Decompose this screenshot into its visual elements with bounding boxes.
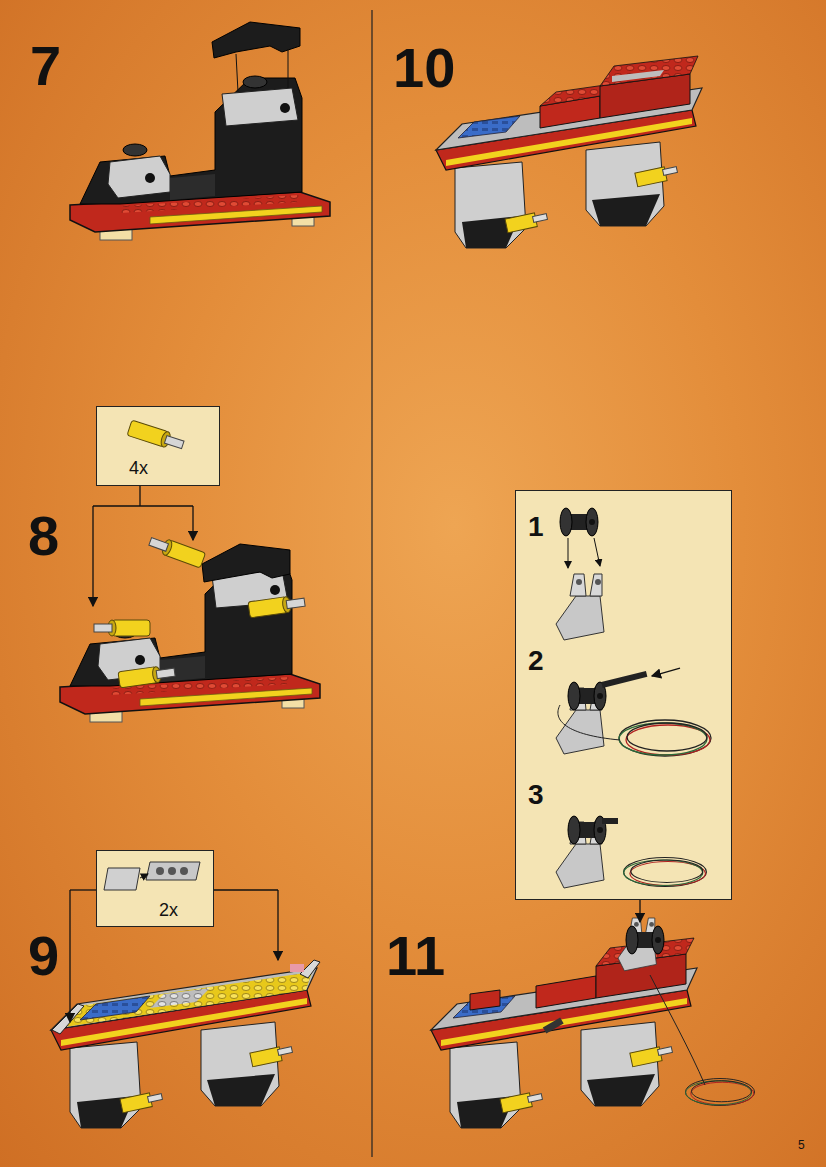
quantity-label: 2x [159, 901, 178, 919]
step-number: 10 [393, 40, 455, 96]
substep-number: 1 [528, 513, 544, 541]
quantity-label: 4x [129, 459, 148, 477]
substep-number: 2 [528, 647, 544, 675]
callout-box: 4x [96, 406, 220, 486]
step-number: 9 [28, 928, 59, 984]
step-number: 8 [28, 508, 59, 564]
callout-box: 1 2 3 [515, 490, 732, 900]
callout-box: 2x [96, 850, 214, 927]
substep-number: 3 [528, 781, 544, 809]
page-number: 5 [798, 1139, 805, 1151]
step-number: 7 [30, 38, 61, 94]
step-number: 11 [386, 928, 445, 984]
